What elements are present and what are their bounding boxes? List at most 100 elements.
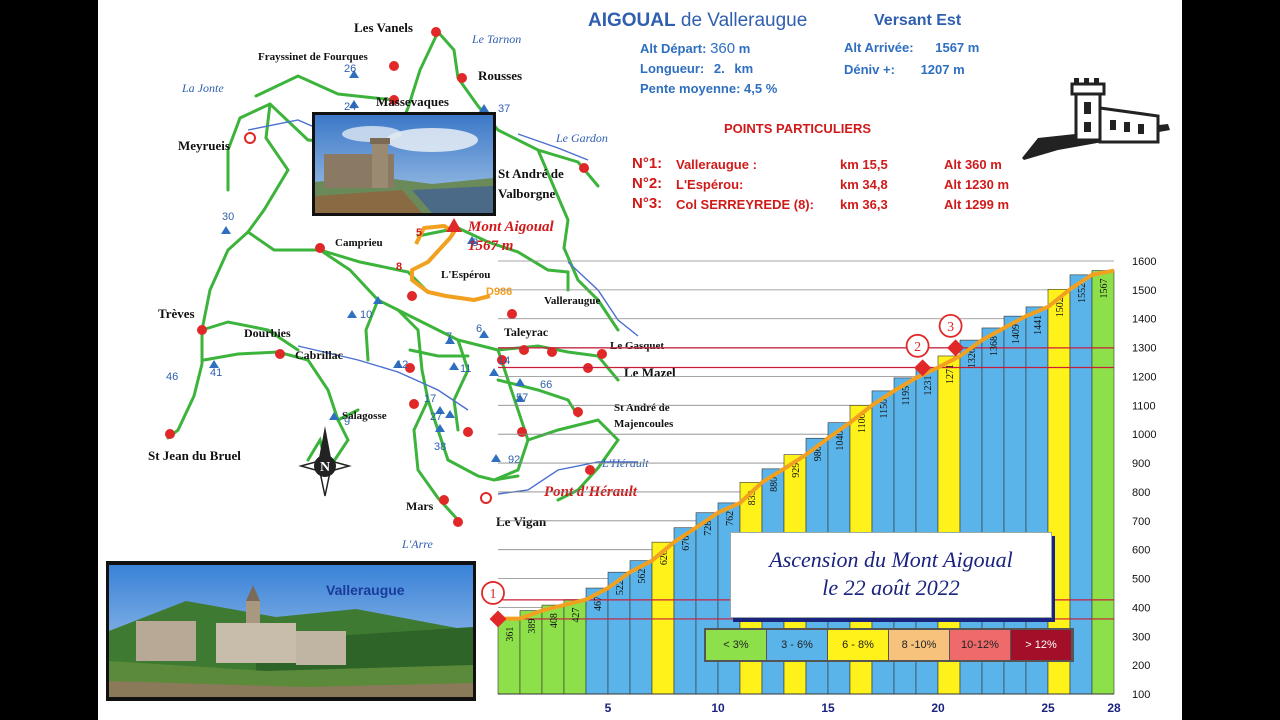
deniv: Déniv +: 1207 m xyxy=(844,62,965,77)
longueur-value: 2. xyxy=(713,61,725,76)
road-number-label: 37 xyxy=(498,103,510,115)
bar-altitude-label: 762 xyxy=(725,511,736,526)
map-place-label: 1567 m xyxy=(468,238,513,254)
points-title: POINTS PARTICULIERS xyxy=(724,121,872,136)
map-place-label: Le Vigan xyxy=(496,514,547,529)
map-place-label: Mont Aigoual xyxy=(467,219,555,235)
bar-altitude-label: 1567 xyxy=(1099,279,1110,299)
summit-icon xyxy=(446,218,462,232)
bar-altitude-label: 1368 xyxy=(989,336,1000,356)
x-tick-label: 25 xyxy=(1041,701,1055,715)
map-place-label: Rousses xyxy=(478,68,522,83)
bar-altitude-label: 1326 xyxy=(967,348,978,368)
y-tick-label: 300 xyxy=(1132,631,1150,643)
content-panel: AIGOUAL de Valleraugue Versant Est Alt D… xyxy=(98,0,1182,720)
x-tick-label: 20 xyxy=(931,701,945,715)
bar-altitude-label: 1271 xyxy=(945,364,956,384)
annotation-box: Ascension du Mont Aigoual le 22 août 202… xyxy=(730,532,1052,618)
y-tick-label: 400 xyxy=(1132,602,1150,614)
road-number-label: 9 xyxy=(344,416,350,428)
road-number-label: 66 xyxy=(540,379,552,391)
road-number-label: 6 xyxy=(476,323,482,335)
alt-arrivee: Alt Arrivée: 1567 m xyxy=(844,40,979,55)
alt-depart: Alt Départ: 360 m xyxy=(640,40,750,57)
legend-item: > 12% xyxy=(1011,630,1072,660)
map-place-label: Mars xyxy=(406,499,434,513)
y-tick-label: 1000 xyxy=(1132,429,1156,441)
point-2-alt: Alt 1230 m xyxy=(944,177,1010,192)
bar-altitude-label: 1552 xyxy=(1077,283,1088,303)
y-tick-label: 500 xyxy=(1132,574,1150,586)
point-2-name: L'Espérou: xyxy=(676,177,744,192)
y-tick-label: 600 xyxy=(1132,545,1150,557)
annotation-line2: le 22 août 2022 xyxy=(822,575,960,600)
title-valleraugue: de Valleraugue xyxy=(680,10,808,31)
road-number-label: 11 xyxy=(460,363,471,375)
pente-value: 4,5 % xyxy=(744,81,778,96)
point-3-alt: Alt 1299 m xyxy=(944,197,1010,212)
y-tick-label: 1500 xyxy=(1132,285,1156,297)
road-number-label: 14 xyxy=(498,355,510,367)
y-tick-label: 1100 xyxy=(1132,400,1156,412)
map-place-label: Valborgne xyxy=(498,186,556,201)
versant-label: Versant Est xyxy=(874,12,962,29)
marker-number: 2 xyxy=(914,340,921,355)
legend-item: 3 - 6% xyxy=(767,630,828,660)
longueur-label: Longueur: xyxy=(640,61,705,76)
road-number-label: 5 xyxy=(416,227,422,239)
compass-icon: N xyxy=(298,426,352,497)
annotation-line1: Ascension du Mont Aigoual xyxy=(769,547,1013,572)
y-axis-ticks: 1002003004005006007008009001000110012001… xyxy=(1132,256,1156,701)
point-2-km: km 34,8 xyxy=(840,177,888,192)
map-place-label: L'Espérou xyxy=(441,269,490,281)
pente: Pente moyenne: 4,5 % xyxy=(640,81,777,96)
legend-item: 10-12% xyxy=(950,630,1011,660)
valleraugue-photo: Valleraugue xyxy=(106,561,476,701)
marker-circle xyxy=(905,333,930,358)
pente-label: Pente moyenne: xyxy=(640,81,741,96)
y-tick-label: 800 xyxy=(1132,487,1150,499)
bar-altitude-label: 1100 xyxy=(857,413,868,433)
map-place-label: Le Tarnon xyxy=(471,32,521,46)
point-1-km: km 15,5 xyxy=(840,157,888,172)
bar-altitude-label: 427 xyxy=(571,608,582,623)
bar-altitude-label: 1441 xyxy=(1033,315,1044,335)
y-tick-label: 700 xyxy=(1132,516,1150,528)
road-number-label: 38 xyxy=(434,441,446,453)
point-1-n: N°1: xyxy=(632,155,663,172)
bar-altitude-label: 562 xyxy=(637,569,648,584)
legend-item: 8 -10% xyxy=(889,630,950,660)
map-place-label: St André de xyxy=(498,166,564,181)
map-place-label: Valleraugue xyxy=(544,295,601,307)
map-place-label: Cabrillac xyxy=(295,348,344,362)
bar-altitude-label: 522 xyxy=(615,580,626,595)
x-tick-label: 5 xyxy=(605,701,612,715)
svg-text:N: N xyxy=(320,460,330,475)
point-1-name: Valleraugue : xyxy=(676,157,757,172)
road-triangles xyxy=(209,70,525,462)
map-place-label: Taleyrac xyxy=(504,325,549,339)
legend-item: 6 - 8% xyxy=(828,630,889,660)
bar-altitude-label: 728 xyxy=(703,521,714,536)
x-tick-label: 28 xyxy=(1107,701,1121,715)
title-aigoual: AIGOUAL xyxy=(588,10,676,31)
map-place-label: Le Gasquet xyxy=(610,340,664,352)
road-number-label: 57 xyxy=(516,392,528,404)
route-d986 xyxy=(410,224,491,302)
map-place-label: Camprieu xyxy=(335,237,383,249)
alt-arrivee-value: 1567 m xyxy=(935,40,980,55)
map-place-label: Les Vanels xyxy=(354,20,413,35)
page-title: AIGOUAL de Valleraugue xyxy=(588,10,807,32)
bar-altitude-label: 1150 xyxy=(879,399,890,419)
road-number-label: 46 xyxy=(166,371,178,383)
bar-altitude-label: 833 xyxy=(747,490,758,505)
road-number-label: 30 xyxy=(222,211,234,223)
y-tick-label: 1200 xyxy=(1132,371,1156,383)
point-3-name: Col SERREYREDE (8): xyxy=(676,197,814,212)
road-number-label: 26 xyxy=(344,63,356,75)
longueur: Longueur: 2. km xyxy=(640,61,753,76)
deniv-label: Déniv +: xyxy=(844,62,895,77)
marker-circle xyxy=(481,581,505,605)
